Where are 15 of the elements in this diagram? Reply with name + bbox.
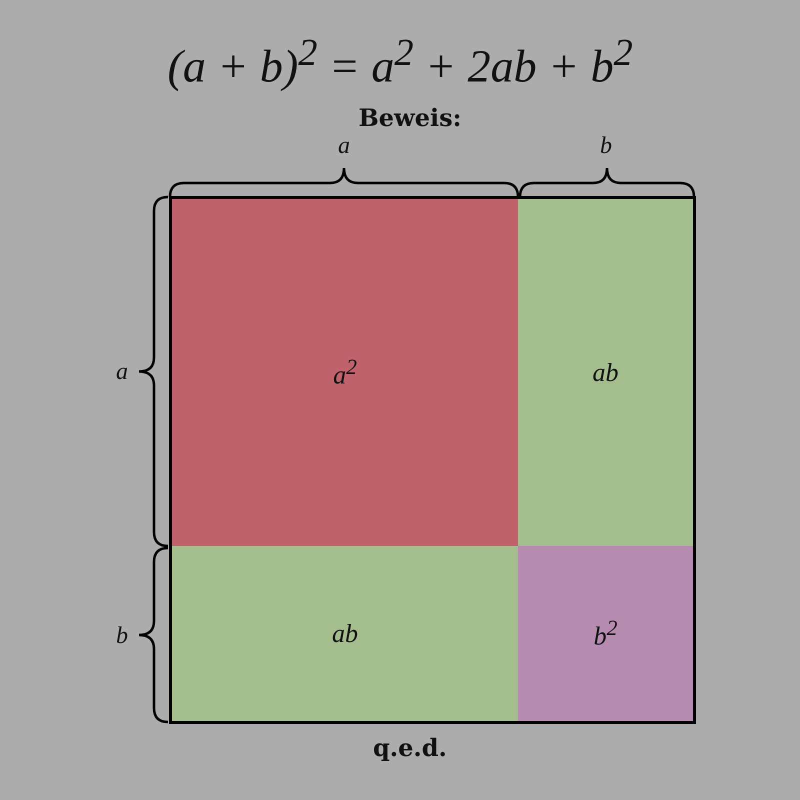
dimension-label: b xyxy=(600,134,612,158)
square-area xyxy=(518,546,696,724)
area-label: b$^{2}$ xyxy=(594,616,618,652)
area-label: a$^{2}$ xyxy=(333,354,357,390)
proof-label: q.e.d. xyxy=(373,736,447,760)
equation-title: (a + b)$^{2}$ = a$^{2}$ + 2ab + b$^{2}$ xyxy=(168,32,633,92)
area-label: ab xyxy=(592,358,618,388)
area-label: ab xyxy=(332,618,358,648)
dimension-label: a xyxy=(116,360,128,384)
proof-label: Beweis: xyxy=(358,106,462,130)
dimension-label: b xyxy=(116,624,128,648)
rectangle-area xyxy=(518,196,696,549)
rectangle-area xyxy=(169,546,521,724)
dimension-label: a xyxy=(338,134,350,158)
square-area xyxy=(169,196,521,549)
